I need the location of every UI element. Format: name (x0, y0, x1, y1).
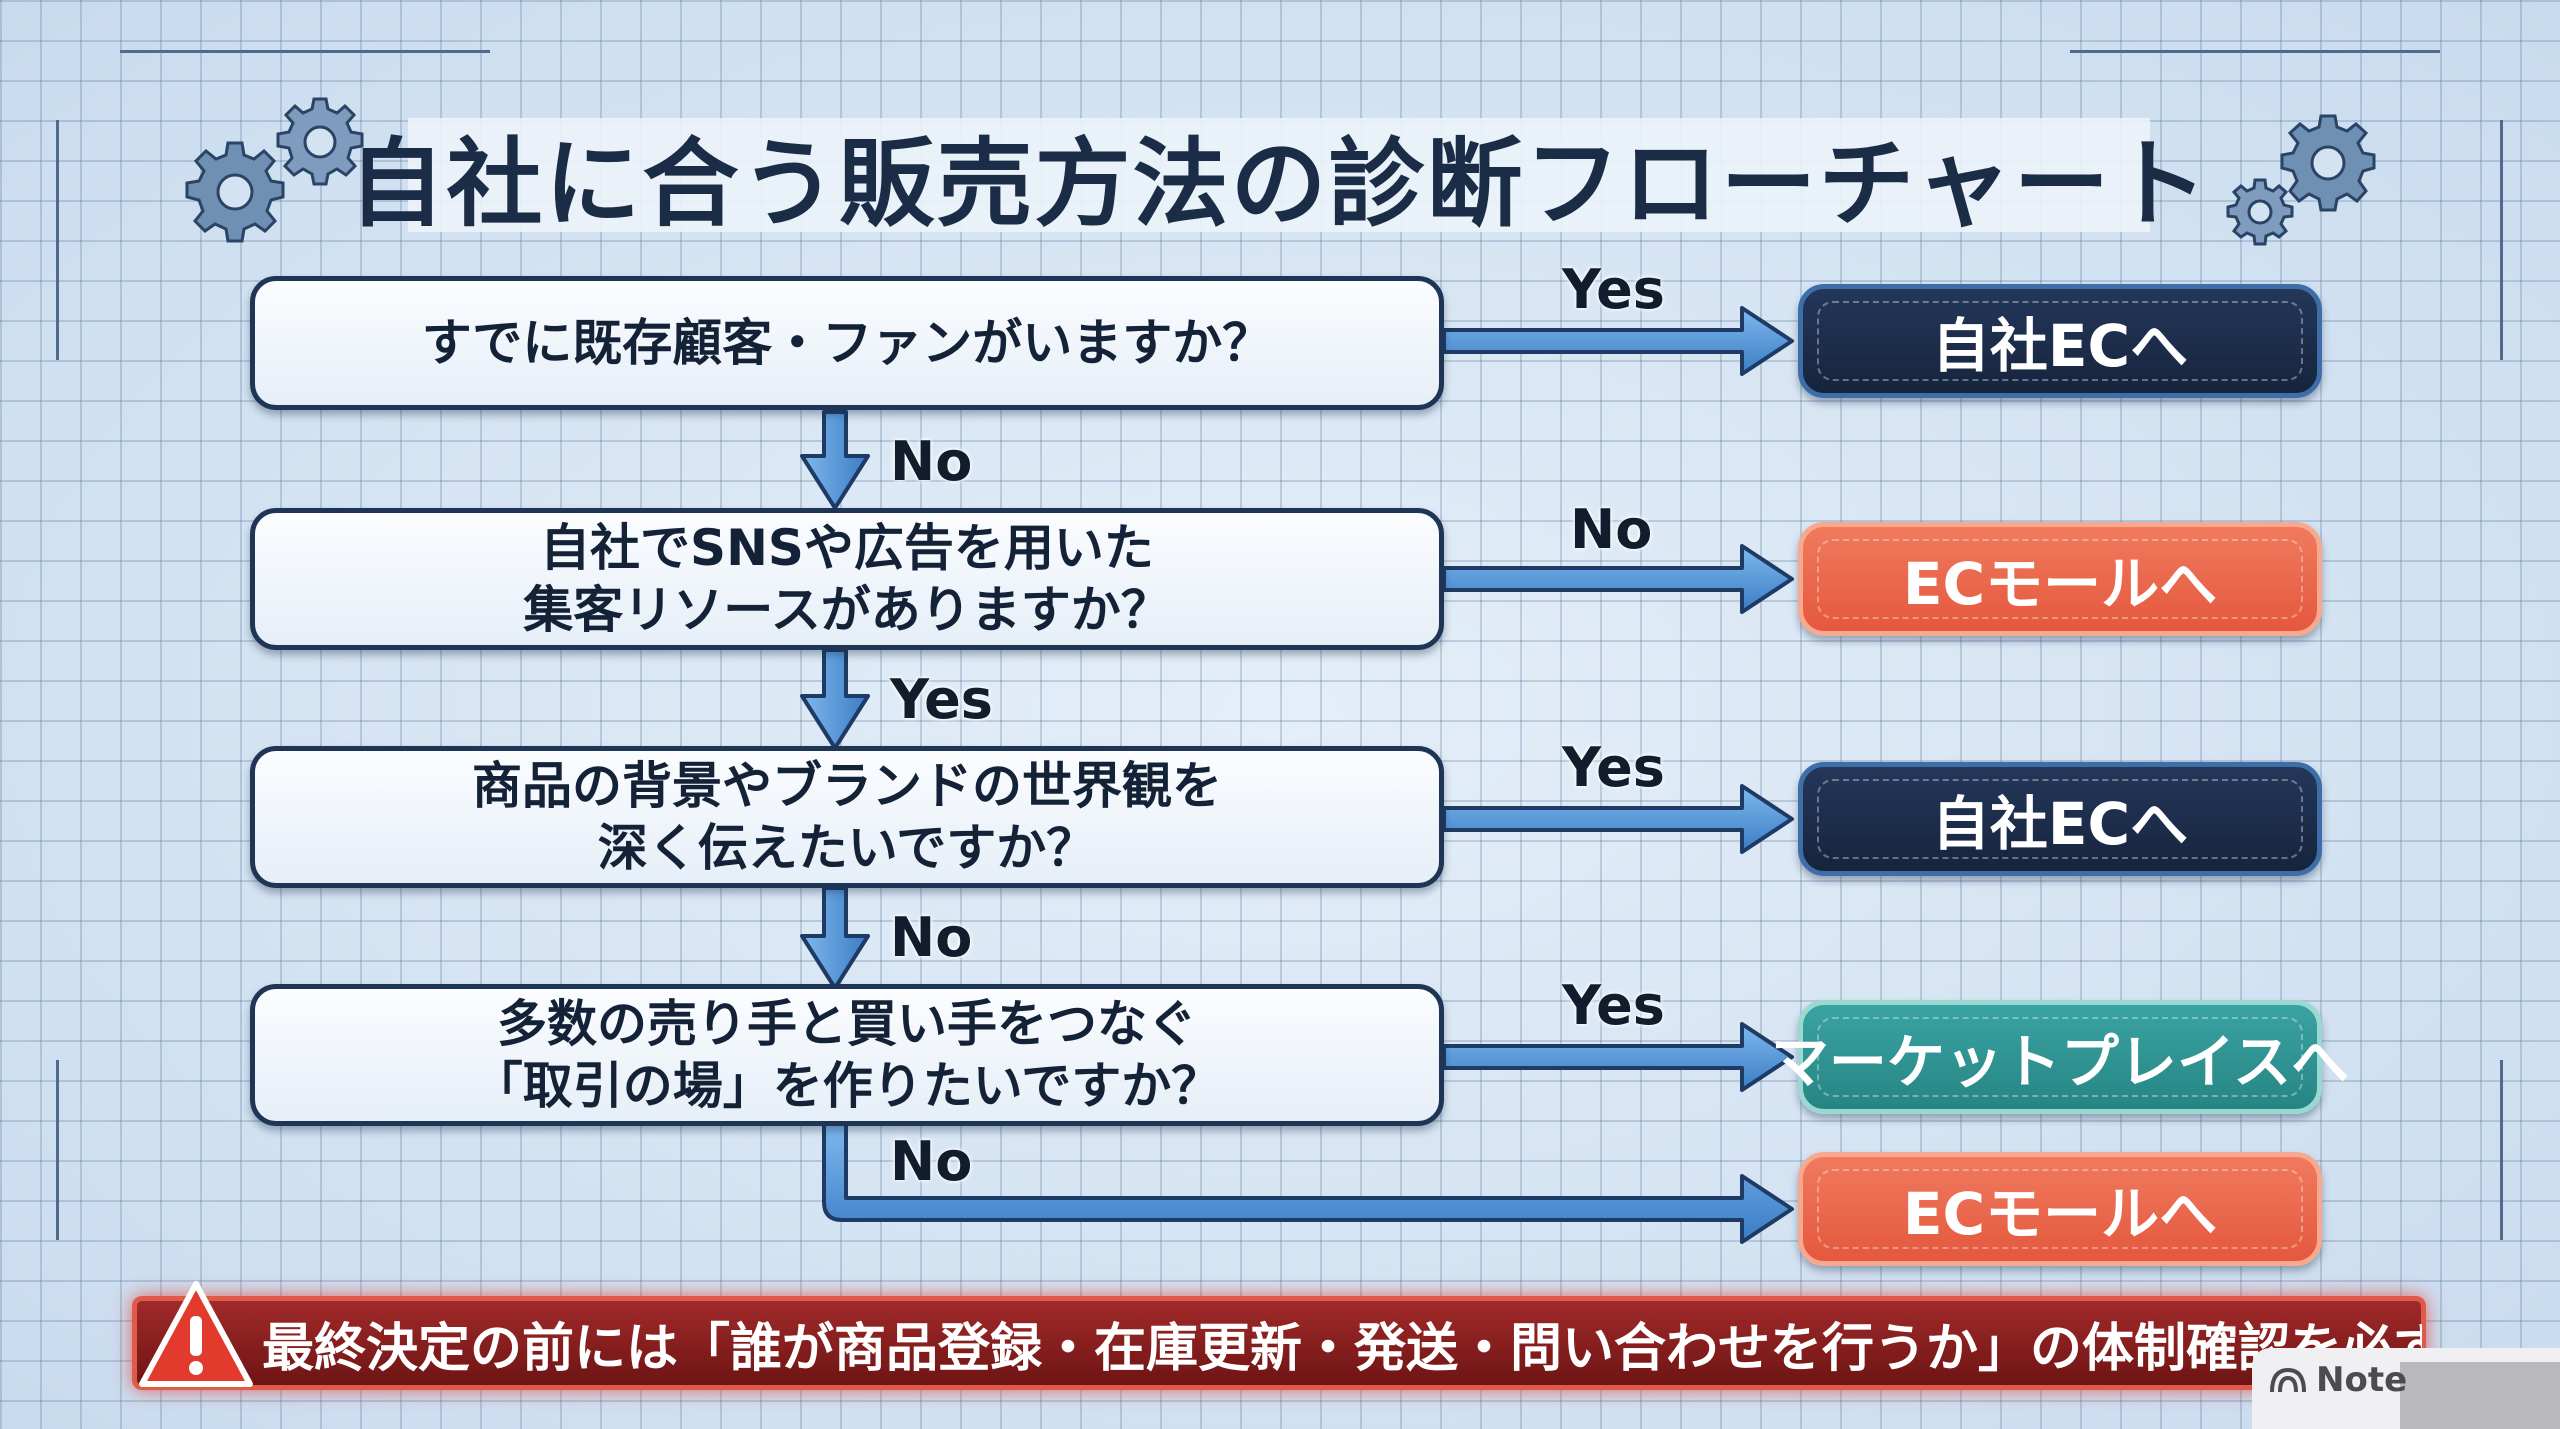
down-label-2: Yes (890, 668, 993, 731)
result-4-inner-border (1817, 1017, 2303, 1097)
result-4-label: マーケットプレイスへ (1770, 1028, 2350, 1096)
gear-icon (2226, 178, 2294, 246)
result-3-inner-border (1817, 779, 2303, 859)
frame-top-left-line (120, 50, 490, 53)
question-4-line-1: 多数の売り手と買い手をつなぐ (497, 995, 1197, 1053)
watermark-text: Note (2316, 1360, 2408, 1400)
gear-icon (276, 97, 364, 186)
frame-right-lower-line (2500, 1060, 2503, 1240)
frame-top-right-line (2070, 50, 2440, 53)
question-4-line-2: 「取引の場」を作りたいですか？ (472, 1057, 1222, 1115)
result-5-inner-border (1817, 1169, 2303, 1249)
side-label-2: No (1570, 498, 1653, 561)
down-label-3: No (890, 906, 973, 969)
arrow-right-4 (1442, 1022, 1794, 1092)
side-label-4: Yes (1562, 974, 1665, 1037)
down-label-1: No (890, 430, 973, 493)
question-3-line-2: 深く伝えたいですか？ (597, 819, 1097, 877)
arrow-down-3 (800, 886, 870, 990)
question-box-4: 多数の売り手と買い手をつなぐ 「取引の場」を作りたいですか？ (250, 984, 1444, 1126)
frame-right-line (2500, 120, 2503, 360)
result-box-3: 自社ECへ (1798, 762, 2322, 876)
result-1-inner-border (1817, 301, 2303, 381)
gear-icon (2280, 114, 2376, 212)
question-1-line-1: すでに既存顧客・ファンがいますか？ (421, 314, 1273, 372)
arrow-right-2 (1442, 544, 1794, 614)
watermark-overlay (2400, 1362, 2560, 1429)
arrow-right-1 (1442, 306, 1794, 376)
page-title: 自社に合う販売方法の診断フローチャート (348, 127, 2210, 240)
result-box-2: ECモールへ (1798, 522, 2322, 636)
question-box-1: すでに既存顧客・ファンがいますか？ (250, 276, 1444, 410)
warning-text: 最終決定の前には「誰が商品登録・在庫更新・発送・問い合わせを行うか」の体制確認を… (262, 1318, 2422, 1379)
notebooklm-logo-icon (2270, 1367, 2306, 1393)
title-background (408, 118, 2150, 232)
arrow-down-1 (800, 410, 870, 510)
result-1-label: 自社ECへ (1931, 312, 2189, 380)
warning-banner (132, 1296, 2426, 1390)
down-label-4: No (890, 1130, 973, 1193)
question-2-line-1: 自社でSNSや広告を用いた (540, 519, 1154, 577)
question-box-2: 自社でSNSや広告を用いた 集客リソースがありますか？ (250, 508, 1444, 650)
question-3-line-1: 商品の背景やブランドの世界観を (472, 757, 1222, 815)
frame-left-line (56, 120, 59, 360)
result-5-label: ECモールへ (1902, 1180, 2218, 1248)
warning-triangle-icon (139, 1281, 253, 1387)
gear-icon (185, 141, 285, 243)
frame-left-lower-line (56, 1060, 59, 1240)
side-label-1: Yes (1562, 258, 1665, 321)
result-box-5: ECモールへ (1798, 1152, 2322, 1266)
side-label-3: Yes (1562, 736, 1665, 799)
arrow-down-2 (800, 648, 870, 750)
result-box-4: マーケットプレイスへ (1771, 1000, 2349, 1114)
result-box-1: 自社ECへ (1798, 284, 2322, 398)
arrow-bent-final (822, 1122, 1794, 1244)
question-2-line-2: 集客リソースがありますか？ (523, 581, 1171, 639)
arrow-right-3 (1442, 784, 1794, 854)
result-2-inner-border (1817, 539, 2303, 619)
result-2-label: ECモールへ (1902, 550, 2218, 618)
result-3-label: 自社ECへ (1931, 790, 2189, 858)
question-box-3: 商品の背景やブランドの世界観を 深く伝えたいですか？ (250, 746, 1444, 888)
